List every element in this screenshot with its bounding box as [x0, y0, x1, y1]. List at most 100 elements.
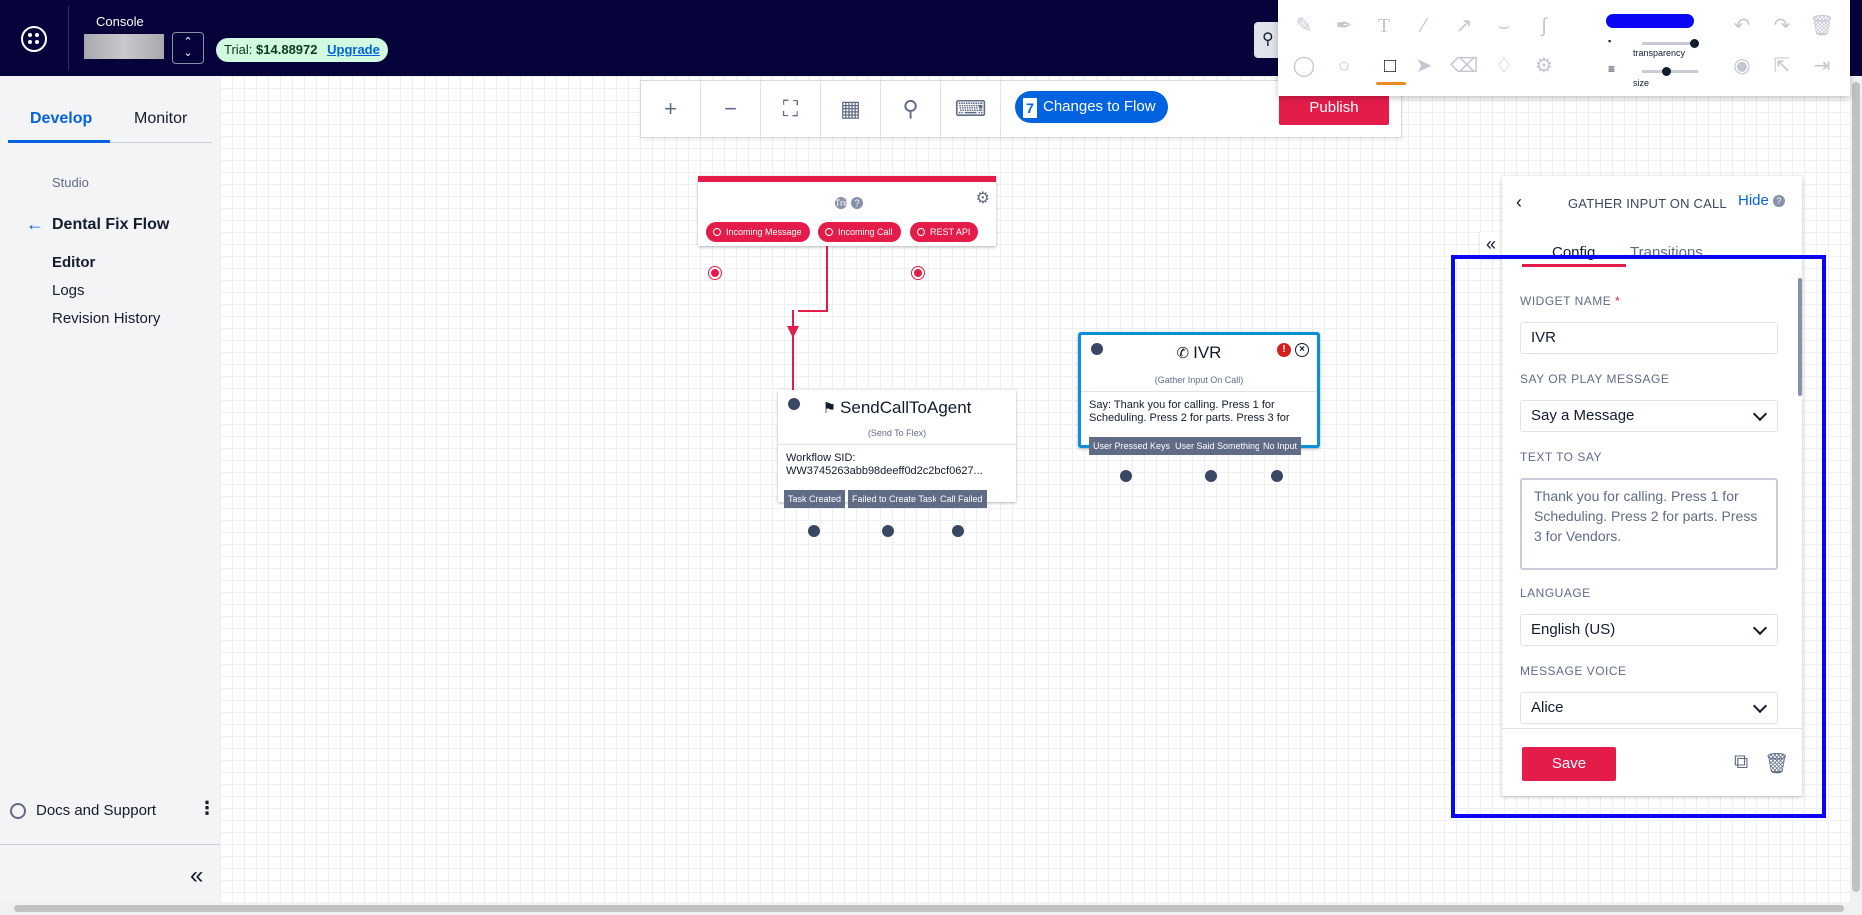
- trigger-pill-incoming-message[interactable]: Incoming Message: [706, 222, 810, 242]
- account-name-redacted[interactable]: [84, 34, 164, 59]
- pencil-icon[interactable]: ✎: [1295, 15, 1313, 37]
- lifebuoy-icon: [10, 803, 26, 819]
- widget-name-input[interactable]: IVR: [1520, 322, 1778, 354]
- arrow-tool-icon[interactable]: ↗: [1455, 15, 1473, 37]
- transition-user-pressed-keys[interactable]: User Pressed Keys: [1089, 437, 1175, 455]
- camera-icon[interactable]: ◉: [1733, 55, 1751, 77]
- upgrade-link[interactable]: Upgrade: [327, 42, 380, 57]
- gears-icon[interactable]: ⚙: [975, 190, 990, 207]
- settings-sliders-icon[interactable]: ⚙: [1535, 55, 1553, 77]
- tab-monitor[interactable]: Monitor: [134, 110, 188, 127]
- undo-icon[interactable]: ↶: [1733, 15, 1751, 37]
- trial-amount: $14.88972: [256, 42, 318, 57]
- console-label: Console: [96, 14, 144, 29]
- trigger-widget[interactable]: Trigger? ⚙ Incoming Message Incoming Cal…: [698, 176, 996, 246]
- collapse-panel-icon[interactable]: «: [1480, 232, 1502, 258]
- transition-user-said-something[interactable]: User Said Something: [1171, 437, 1265, 455]
- freehand-tool-icon[interactable]: ∫: [1541, 15, 1547, 37]
- input-port[interactable]: [1091, 343, 1103, 355]
- input-port[interactable]: [788, 398, 800, 410]
- pen-icon[interactable]: ✒: [1335, 15, 1353, 37]
- keyboard-shortcuts-button[interactable]: ⌨: [941, 81, 1001, 137]
- required-mark: *: [1615, 294, 1621, 308]
- message-voice-select[interactable]: Alice: [1520, 692, 1778, 724]
- expand-icon: ⛶: [782, 96, 799, 121]
- chevron-left-icon[interactable]: ‹: [1516, 192, 1522, 212]
- changes-label: Changes to Flow: [1043, 98, 1156, 115]
- rectangle-tool-icon[interactable]: □: [1383, 55, 1397, 77]
- transparency-icon: ▪: [1608, 36, 1612, 46]
- lasso-tool-icon[interactable]: ◯: [1292, 55, 1316, 77]
- search-widget-button[interactable]: ⚲: [881, 81, 941, 137]
- language-select[interactable]: English (US): [1520, 614, 1778, 646]
- docs-and-support-link[interactable]: Docs and Support: [36, 802, 157, 819]
- back-arrow-icon[interactable]: ←: [26, 214, 44, 234]
- twilio-logo-icon[interactable]: [21, 26, 47, 52]
- horizontal-scrollbar[interactable]: [0, 902, 1862, 915]
- say-or-play-value: Say a Message: [1531, 407, 1635, 424]
- say-or-play-select[interactable]: Say a Message: [1520, 400, 1778, 432]
- trigger-pill-incoming-call[interactable]: Incoming Call: [818, 222, 901, 242]
- message-voice-label: MESSAGE VOICE: [1520, 664, 1627, 678]
- output-port[interactable]: [1205, 470, 1217, 482]
- fill-tool-icon[interactable]: ♢: [1495, 55, 1513, 77]
- zoom-out-button[interactable]: −: [701, 81, 761, 137]
- workflow-sid-label: Workflow SID:: [786, 452, 856, 464]
- zoom-in-button[interactable]: +: [641, 81, 701, 137]
- sidebar-item-logs[interactable]: Logs: [52, 282, 85, 299]
- transparency-slider[interactable]: [1642, 39, 1699, 48]
- trigger-port-message[interactable]: [709, 267, 721, 279]
- select-tool-icon[interactable]: ➤: [1415, 55, 1433, 77]
- collapse-sidebar-icon[interactable]: «: [190, 862, 204, 889]
- trial-label: Trial:: [224, 42, 253, 57]
- vertical-scrollbar[interactable]: [1850, 76, 1862, 902]
- transition-task-created[interactable]: Task Created: [784, 490, 846, 508]
- text-tool-icon[interactable]: T: [1377, 15, 1391, 37]
- publish-button[interactable]: Publish: [1279, 91, 1389, 125]
- topbar-divider: [68, 6, 69, 70]
- trash-icon[interactable]: 🗑: [1809, 15, 1835, 37]
- size-slider[interactable]: [1642, 67, 1698, 76]
- help-icon: ?: [851, 197, 863, 209]
- ellipse-tool-icon[interactable]: ○: [1337, 55, 1351, 77]
- search-icon: ⚲: [1262, 31, 1274, 48]
- sidebar-item-revision-history[interactable]: Revision History: [52, 310, 161, 327]
- trigger-port-rest-api[interactable]: [912, 267, 924, 279]
- curve-tool-icon[interactable]: ⌣: [1497, 15, 1511, 37]
- panel-footer: Save ⧉ 🗑: [1502, 728, 1802, 796]
- duplicate-icon[interactable]: ⧉: [1734, 751, 1749, 773]
- send-call-to-agent-widget[interactable]: ⚑SendCallToAgent (Send To Flex) Workflow…: [778, 390, 1016, 508]
- fit-to-screen-button[interactable]: ⛶: [761, 81, 821, 137]
- hide-panel-link[interactable]: Hide?: [1738, 192, 1785, 209]
- output-port[interactable]: [1120, 470, 1132, 482]
- output-port[interactable]: [808, 525, 820, 537]
- transition-failed-to-create-task[interactable]: Failed to Create Task: [848, 490, 941, 508]
- tab-develop[interactable]: Develop: [30, 110, 93, 127]
- trigger-pill-rest-api[interactable]: REST API: [910, 222, 979, 242]
- export-icon[interactable]: ⇱: [1773, 55, 1791, 77]
- output-port[interactable]: [882, 525, 894, 537]
- eraser-icon[interactable]: ⌫: [1450, 55, 1479, 77]
- more-vertical-icon[interactable]: ⋮: [198, 798, 216, 818]
- transition-call-failed[interactable]: Call Failed: [936, 490, 987, 508]
- widget-title: ✆IVR: [1081, 343, 1317, 363]
- transition-no-input[interactable]: No Input: [1259, 437, 1302, 455]
- sidebar-item-editor[interactable]: Editor: [52, 254, 96, 271]
- bookmark-button[interactable]: ▦: [821, 81, 881, 137]
- panel-scrollbar[interactable]: [1798, 278, 1802, 396]
- output-port[interactable]: [952, 525, 964, 537]
- trigger-title: Trigger?: [698, 192, 996, 213]
- account-switcher-button[interactable]: ⌃ ⌄: [172, 32, 204, 64]
- ivr-widget[interactable]: ✆IVR ! × (Gather Input On Call) Say: Tha…: [1078, 332, 1320, 455]
- trash-icon[interactable]: 🗑: [1764, 753, 1790, 775]
- color-picker-swatch[interactable]: [1606, 14, 1694, 28]
- save-button[interactable]: Save: [1522, 747, 1616, 781]
- text-to-say-textarea[interactable]: Thank you for calling. Press 1 for Sched…: [1520, 478, 1778, 570]
- sidebar: Develop Monitor Studio ← Dental Fix Flow…: [0, 76, 220, 902]
- line-tool-icon[interactable]: ∕: [1422, 15, 1426, 37]
- redo-icon[interactable]: ↷: [1773, 15, 1791, 37]
- output-port[interactable]: [1271, 470, 1283, 482]
- exit-icon[interactable]: ⇥: [1813, 55, 1831, 77]
- close-icon[interactable]: ×: [1295, 343, 1309, 357]
